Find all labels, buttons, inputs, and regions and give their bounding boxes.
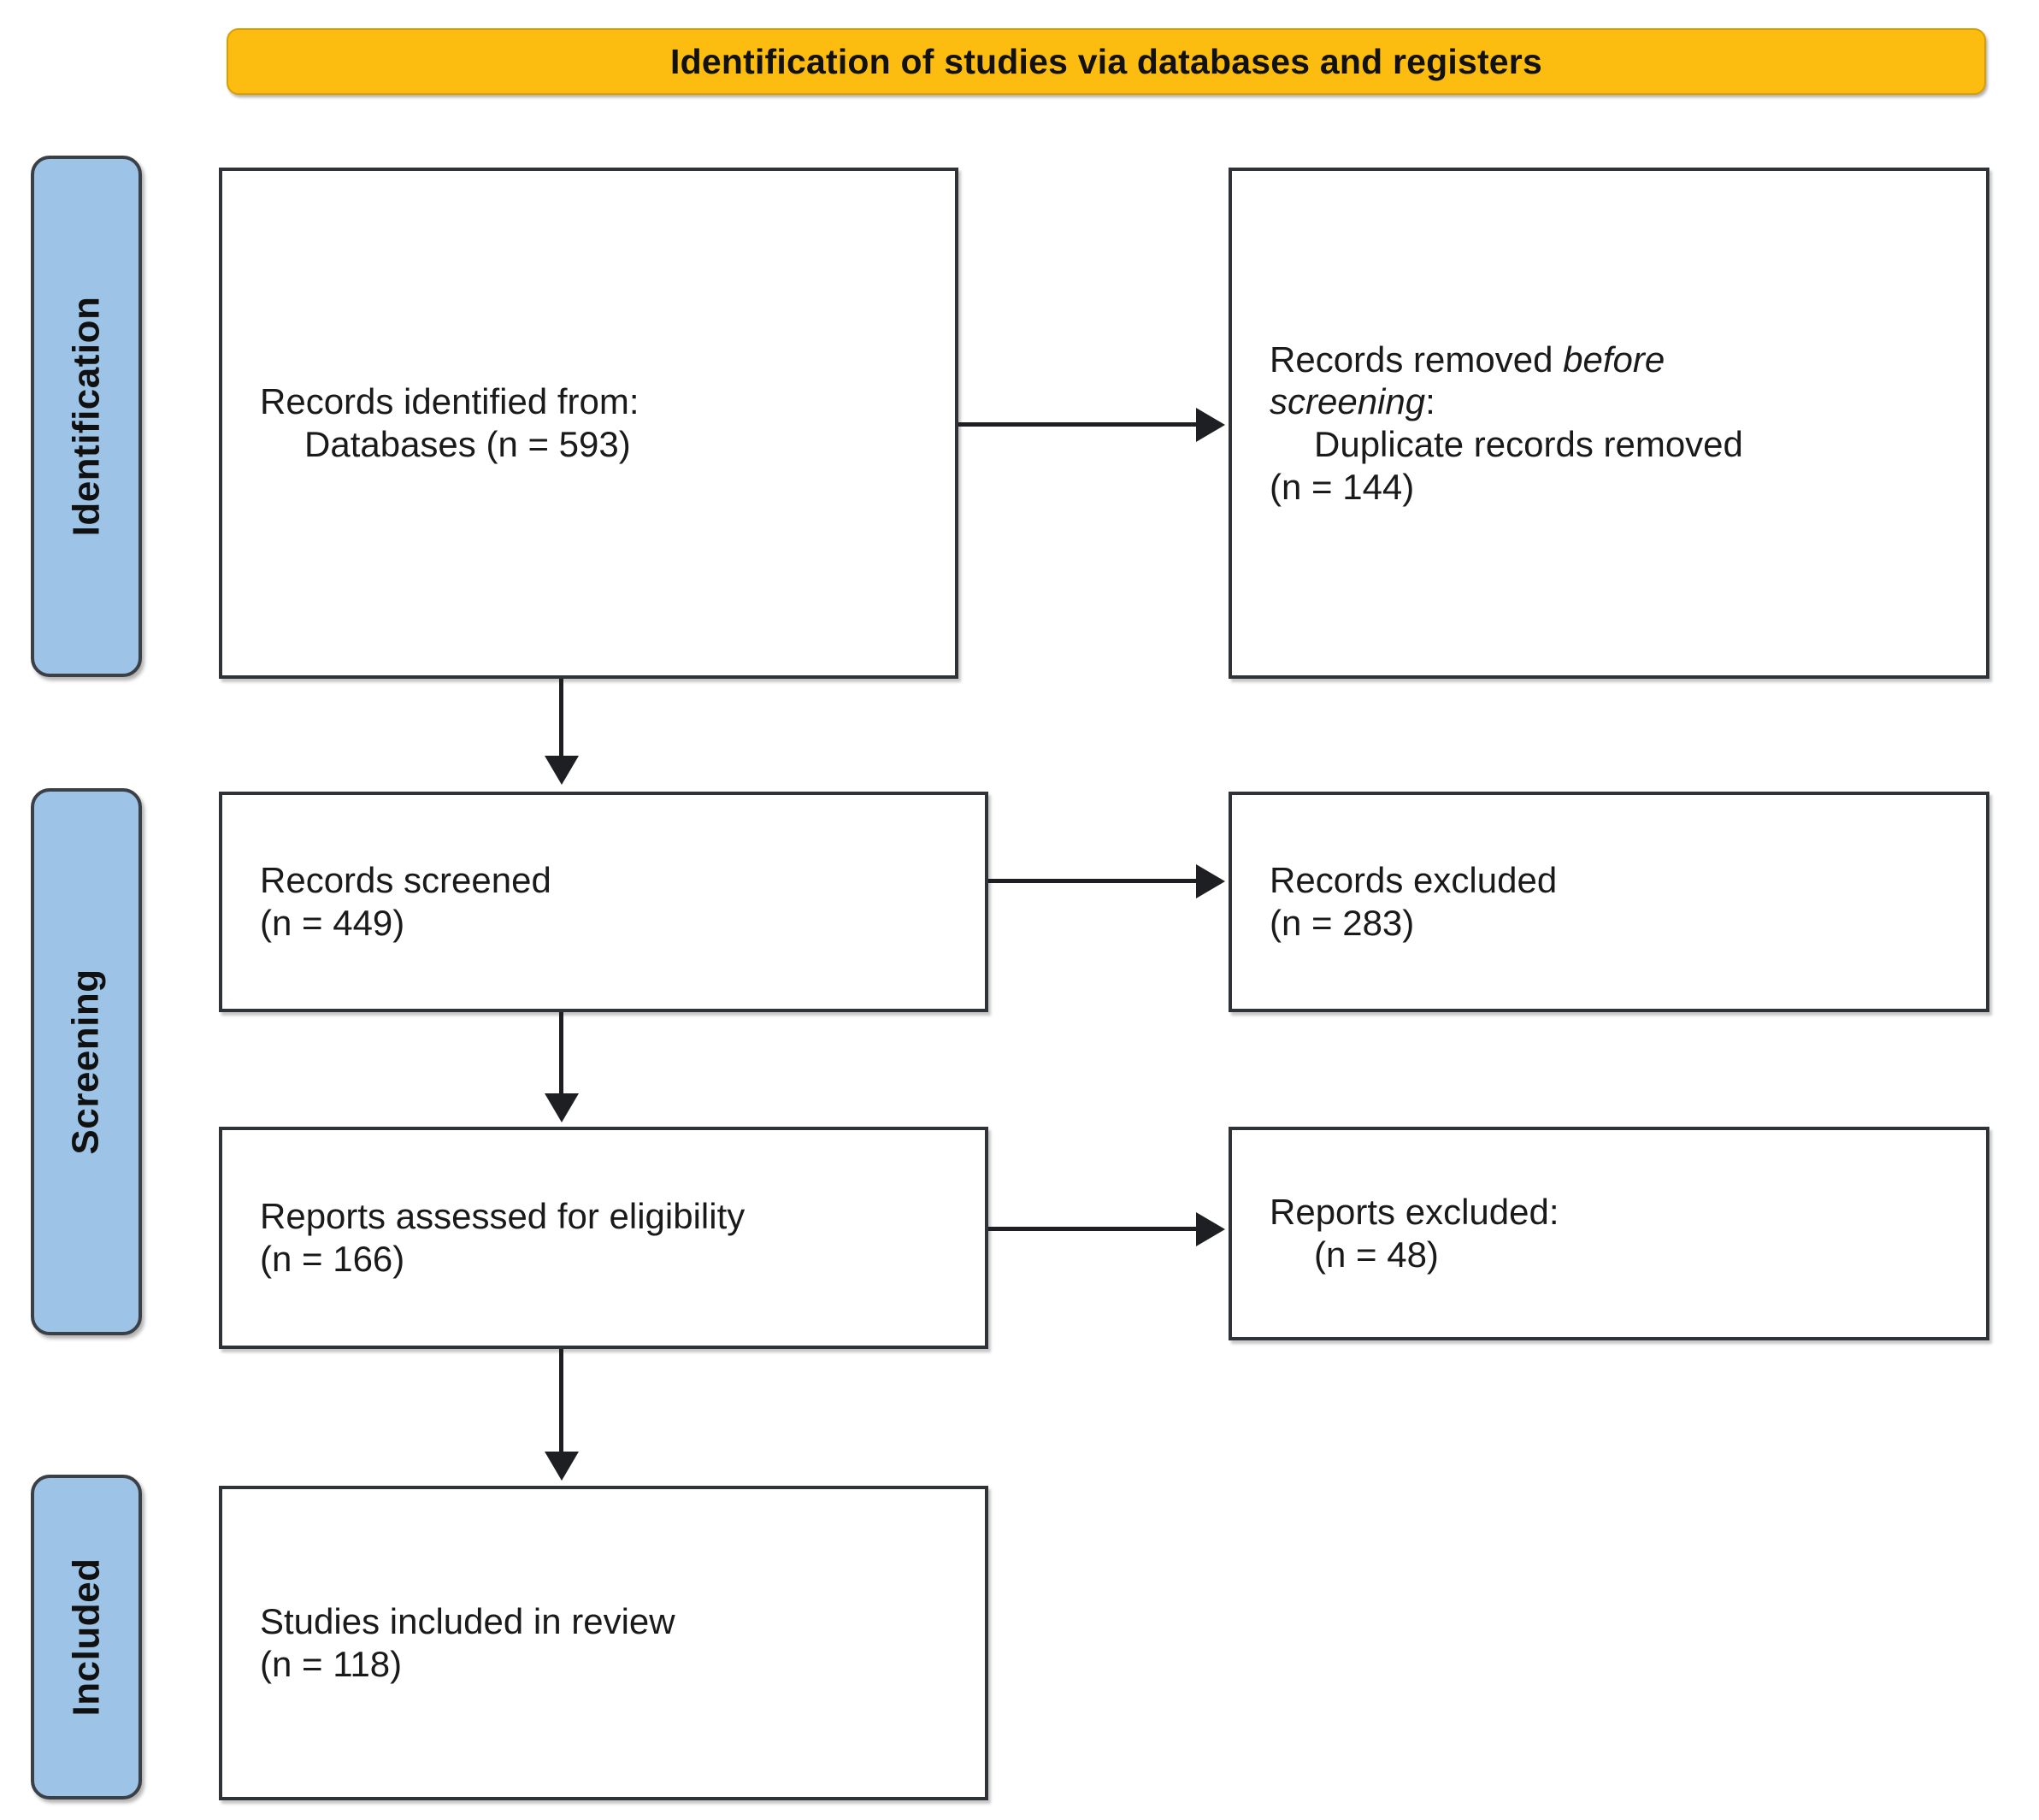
reports-excluded-line-2: (n = 48) xyxy=(1314,1234,1439,1275)
box-reports-excluded: Reports excluded: (n = 48) xyxy=(1229,1127,1989,1340)
records-removed-line-1: Records removed before xyxy=(1270,339,1986,381)
box-records-excluded: Records excluded (n = 283) xyxy=(1229,792,1989,1012)
records-removed-before-italic: before xyxy=(1563,339,1665,380)
records-identified-line-1: Records identified from: xyxy=(260,381,639,422)
connector-eligibility-to-reports-excluded xyxy=(988,1227,1198,1231)
connector-screened-to-eligibility xyxy=(559,1012,563,1098)
arrow-down-icon-eligibility-to-included xyxy=(545,1452,579,1481)
stage-label-identification-text: Identification xyxy=(65,296,107,537)
box-records-removed-before-screening: Records removed before screening: Duplic… xyxy=(1229,168,1989,679)
stage-label-identification: Identification xyxy=(31,156,142,677)
arrow-right-icon-identified-to-removed xyxy=(1196,408,1225,442)
records-excluded-line-2: (n = 283) xyxy=(1270,903,1415,943)
stage-label-included-text: Included xyxy=(65,1558,107,1717)
records-removed-colon: : xyxy=(1425,381,1435,422)
reports-assessed-line-2: (n = 166) xyxy=(260,1239,405,1279)
box-records-screened: Records screened (n = 449) xyxy=(219,792,988,1012)
stage-label-included: Included xyxy=(31,1475,142,1799)
records-identified-line-2: Databases (n = 593) xyxy=(304,424,631,464)
connector-eligibility-to-included xyxy=(559,1349,563,1456)
stage-label-screening-text: Screening xyxy=(65,969,107,1155)
stage-label-screening: Screening xyxy=(31,788,142,1335)
reports-assessed-line-1: Reports assessed for eligibility xyxy=(260,1196,745,1237)
diagram-title: Identification of studies via databases … xyxy=(670,41,1542,81)
connector-identified-to-screened xyxy=(559,679,563,760)
reports-excluded-line-1: Reports excluded: xyxy=(1270,1192,1559,1233)
arrow-down-icon-identified-to-screened xyxy=(545,756,579,785)
records-removed-line-4: (n = 144) xyxy=(1270,466,1415,507)
records-removed-line-2: screening: xyxy=(1270,380,1986,423)
box-reports-assessed-for-eligibility: Reports assessed for eligibility (n = 16… xyxy=(219,1127,988,1349)
records-screened-line-2: (n = 449) xyxy=(260,903,405,943)
arrow-down-icon-screened-to-eligibility xyxy=(545,1093,579,1122)
diagram-header-banner: Identification of studies via databases … xyxy=(227,28,1986,95)
records-excluded-line-1: Records excluded xyxy=(1270,860,1558,901)
arrow-right-icon-eligibility-to-reports-excluded xyxy=(1196,1212,1225,1246)
connector-identified-to-removed xyxy=(958,422,1198,427)
box-studies-included-in-review: Studies included in review (n = 118) xyxy=(219,1486,988,1800)
connector-screened-to-excluded xyxy=(988,879,1198,883)
studies-included-line-2: (n = 118) xyxy=(260,1644,403,1684)
records-removed-lead: Records removed xyxy=(1270,339,1564,380)
box-records-identified: Records identified from: Databases (n = … xyxy=(219,168,958,679)
records-removed-screening-italic: screening xyxy=(1270,381,1426,422)
records-screened-line-1: Records screened xyxy=(260,860,551,901)
arrow-right-icon-screened-to-excluded xyxy=(1196,864,1225,898)
studies-included-line-1: Studies included in review xyxy=(260,1601,675,1642)
records-removed-line-3: Duplicate records removed xyxy=(1314,424,1743,464)
